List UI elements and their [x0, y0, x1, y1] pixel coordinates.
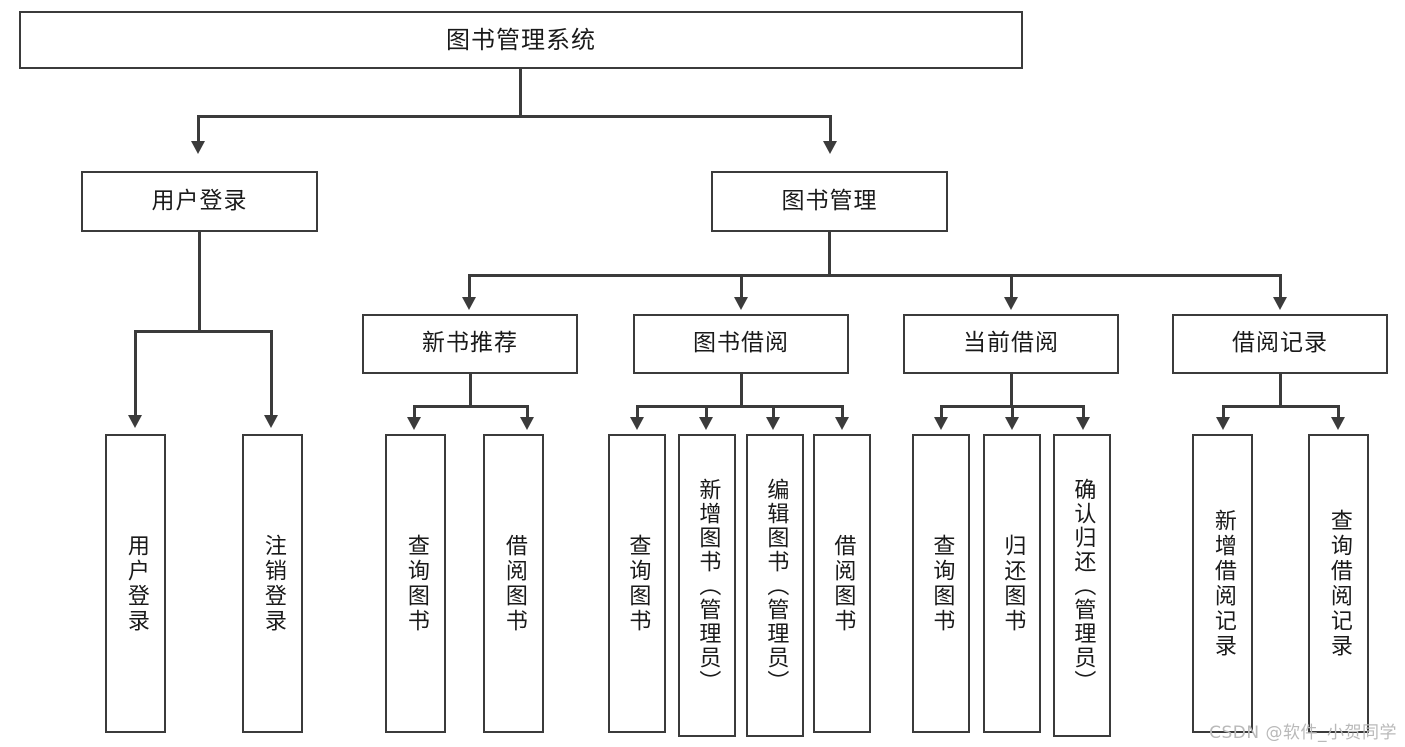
node-book-borrow[interactable]: 图书借阅 [633, 314, 849, 374]
connector-borrow-record-to-leaf-2 [1337, 405, 1340, 419]
leaf-book-borrow-edit-book-admin[interactable]: 编辑图书（管理员） [746, 434, 804, 737]
node-label: 查询图书 [625, 533, 651, 634]
leaf-book-borrow-borrow-book[interactable]: 借阅图书 [813, 434, 871, 733]
connector-book-management-bus [468, 274, 1282, 277]
connector-user-login-stem [198, 232, 201, 332]
connector-borrow-record-bus [1222, 405, 1340, 408]
connector-book-borrow-to-leaf-4 [841, 405, 844, 419]
node-label: 借阅图书 [501, 533, 527, 634]
arrowhead-bm-to-current-borrow [1004, 297, 1018, 310]
node-borrow-record[interactable]: 借阅记录 [1172, 314, 1388, 374]
node-label: 注销登录 [260, 533, 286, 634]
node-label: 查询借阅记录 [1326, 508, 1352, 659]
connector-book-borrow-to-leaf-2 [705, 405, 708, 419]
leaf-user-login-logout[interactable]: 注销登录 [242, 434, 303, 733]
leaf-current-borrow-confirm-return-admin[interactable]: 确认归还（管理员） [1053, 434, 1111, 737]
arrowhead-user-login-to-leaf-2 [264, 415, 278, 428]
node-label: 图书借阅 [693, 330, 789, 357]
node-label: 图书管理 [781, 187, 878, 214]
arrowhead-book-borrow-to-leaf-2 [699, 417, 713, 430]
node-label: 新书推荐 [422, 330, 518, 357]
arrowhead-bm-to-new-book [462, 297, 476, 310]
node-label: 借阅图书 [830, 533, 856, 634]
leaf-new-book-borrow-book[interactable]: 借阅图书 [483, 434, 544, 733]
node-label: 借阅记录 [1232, 330, 1328, 357]
connector-new-book-to-leaf-1 [413, 405, 416, 419]
leaf-borrow-record-query-record[interactable]: 查询借阅记录 [1308, 434, 1369, 733]
connector-current-borrow-to-leaf-1 [940, 405, 943, 419]
connector-root-bus [197, 115, 832, 118]
connector-root-to-user-login [197, 115, 200, 143]
node-label: 新增图书（管理员） [695, 477, 721, 694]
connector-book-borrow-to-leaf-1 [636, 405, 639, 419]
arrowhead-book-borrow-to-leaf-1 [630, 417, 644, 430]
node-label: 当前借阅 [963, 330, 1059, 357]
arrowhead-bm-to-borrow-record [1273, 297, 1287, 310]
node-label: 用户登录 [151, 187, 248, 214]
arrowhead-book-borrow-to-leaf-4 [835, 417, 849, 430]
node-label: 编辑图书（管理员） [763, 477, 789, 694]
arrowhead-book-borrow-to-leaf-3 [766, 417, 780, 430]
connector-book-borrow-bus [636, 405, 844, 408]
arrowhead-borrow-record-to-leaf-1 [1216, 417, 1230, 430]
leaf-current-borrow-query-book[interactable]: 查询图书 [912, 434, 970, 733]
arrowhead-current-borrow-to-leaf-2 [1005, 417, 1019, 430]
csdn-watermark: CSDN @软件_小贺同学 [1209, 723, 1397, 743]
leaf-book-borrow-add-book-admin[interactable]: 新增图书（管理员） [678, 434, 736, 737]
connector-new-book-stem [469, 374, 472, 407]
arrowhead-bm-to-book-borrow [734, 297, 748, 310]
node-label: 归还图书 [1000, 533, 1026, 634]
arrowhead-borrow-record-to-leaf-2 [1331, 417, 1345, 430]
node-label: 新增借阅记录 [1210, 508, 1236, 659]
node-new-book-recommend[interactable]: 新书推荐 [362, 314, 578, 374]
connector-user-login-bus [134, 330, 270, 333]
leaf-borrow-record-add-record[interactable]: 新增借阅记录 [1192, 434, 1253, 733]
connector-user-login-to-leaf-1 [134, 330, 137, 417]
node-root-book-management-system[interactable]: 图书管理系统 [19, 11, 1023, 69]
node-label: 用户登录 [123, 533, 149, 634]
leaf-new-book-query-book[interactable]: 查询图书 [385, 434, 446, 733]
connector-bm-to-borrow-record [1279, 274, 1282, 299]
connector-bm-to-new-book [468, 274, 471, 299]
leaf-user-login-login[interactable]: 用户登录 [105, 434, 166, 733]
arrowhead-current-borrow-to-leaf-1 [934, 417, 948, 430]
connector-book-borrow-to-leaf-3 [772, 405, 775, 419]
connector-root-stem [519, 69, 522, 117]
arrowhead-new-book-to-leaf-1 [407, 417, 421, 430]
node-label: 图书管理系统 [446, 25, 596, 54]
connector-book-management-stem [828, 232, 831, 276]
connector-borrow-record-stem [1279, 374, 1282, 407]
connector-new-book-bus [413, 405, 529, 408]
connector-current-borrow-to-leaf-3 [1082, 405, 1085, 419]
connector-book-borrow-stem [740, 374, 743, 407]
leaf-book-borrow-query-book[interactable]: 查询图书 [608, 434, 666, 733]
arrowhead-current-borrow-to-leaf-3 [1076, 417, 1090, 430]
connector-current-borrow-stem [1010, 374, 1013, 407]
node-label: 确认归还（管理员） [1070, 477, 1096, 694]
node-label: 查询图书 [929, 533, 955, 634]
node-user-login[interactable]: 用户登录 [81, 171, 318, 232]
connector-root-to-book-management [829, 115, 832, 143]
connector-bm-to-current-borrow [1010, 274, 1013, 299]
connector-bm-to-book-borrow [740, 274, 743, 299]
node-label: 查询图书 [403, 533, 429, 634]
arrowhead-root-to-user-login [191, 141, 205, 154]
connector-current-borrow-to-leaf-2 [1011, 405, 1014, 419]
node-book-management[interactable]: 图书管理 [711, 171, 948, 232]
arrowhead-user-login-to-leaf-1 [128, 415, 142, 428]
arrowhead-root-to-book-management [823, 141, 837, 154]
leaf-current-borrow-return-book[interactable]: 归还图书 [983, 434, 1041, 733]
connector-user-login-to-leaf-2 [270, 330, 273, 417]
connector-borrow-record-to-leaf-1 [1222, 405, 1225, 419]
connector-new-book-to-leaf-2 [526, 405, 529, 419]
node-current-borrow[interactable]: 当前借阅 [903, 314, 1119, 374]
arrowhead-new-book-to-leaf-2 [520, 417, 534, 430]
